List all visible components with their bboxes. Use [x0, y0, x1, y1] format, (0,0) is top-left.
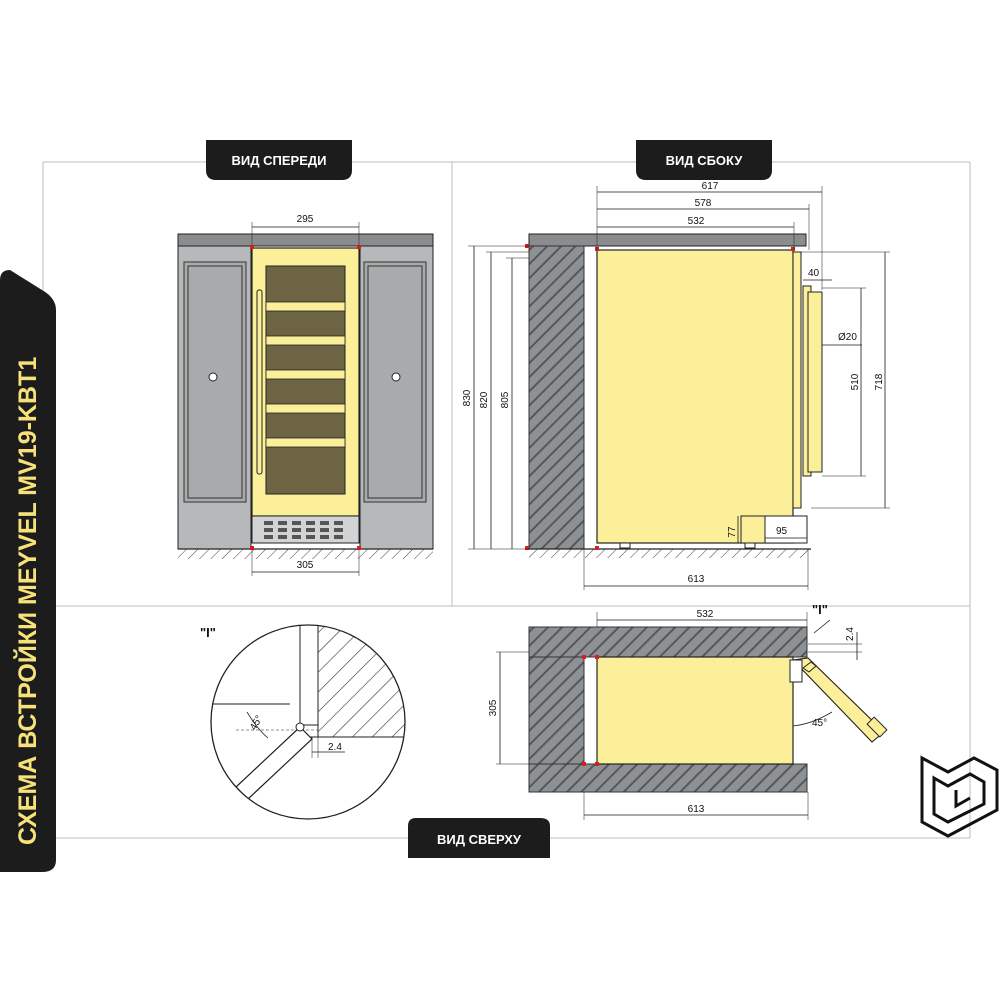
top-view: 532 305 613 2.4 "I" 45° — [488, 602, 888, 820]
side-notch-95: 95 — [776, 526, 788, 537]
side-depth-578: 578 — [695, 198, 712, 209]
detail-gap: 2.4 — [328, 742, 342, 753]
front-view-label: ВИД СПЕРЕДИ — [232, 153, 327, 168]
front-width-top: 295 — [297, 214, 314, 225]
top-depth-613: 613 — [688, 804, 705, 815]
front-width-bottom: 305 — [297, 560, 314, 571]
side-height-510: 510 — [850, 373, 861, 390]
side-handle-diameter: Ø20 — [838, 332, 857, 343]
side-depth-532: 532 — [688, 216, 705, 227]
top-width-305: 305 — [488, 699, 499, 716]
badge-side-view: ВИД СБОКУ — [636, 140, 772, 180]
top-gap-2-4: 2.4 — [845, 627, 856, 641]
side-handle-40: 40 — [808, 268, 820, 279]
wine-cooler-side — [596, 249, 794, 544]
detail-mark: "I" — [200, 625, 216, 640]
top-depth-532: 532 — [697, 609, 714, 620]
detail-i: "I" 45° 2.4 — [200, 624, 406, 820]
side-depth-617: 617 — [702, 181, 719, 192]
side-height-718: 718 — [874, 373, 885, 390]
top-angle: 45° — [812, 718, 827, 729]
badge-top-view: ВИД СВЕРХУ — [408, 818, 550, 858]
brand-logo — [920, 755, 999, 838]
wine-cooler-top — [596, 656, 794, 765]
badge-front-view: ВИД СПЕРЕДИ — [206, 140, 352, 180]
diagram-title: СХЕМА ВСТРОЙКИ MEYVEL MV19-KBT1 — [12, 357, 42, 845]
side-view: 617 578 532 830 820 805 718 510 40 Ø20 7… — [462, 181, 890, 590]
front-view: 295 305 — [177, 214, 434, 576]
top-detail-mark: "I" — [812, 602, 828, 617]
side-depth-613: 613 — [688, 574, 705, 585]
title-tab: СХЕМА ВСТРОЙКИ MEYVEL MV19-KBT1 — [0, 270, 56, 872]
side-view-label: ВИД СБОКУ — [666, 153, 744, 168]
side-notch-77: 77 — [727, 526, 738, 538]
layout-frame — [42, 161, 971, 839]
top-view-label: ВИД СВЕРХУ — [437, 832, 522, 847]
side-height-805: 805 — [500, 391, 511, 408]
side-height-830: 830 — [462, 389, 473, 406]
side-height-820: 820 — [479, 391, 490, 408]
